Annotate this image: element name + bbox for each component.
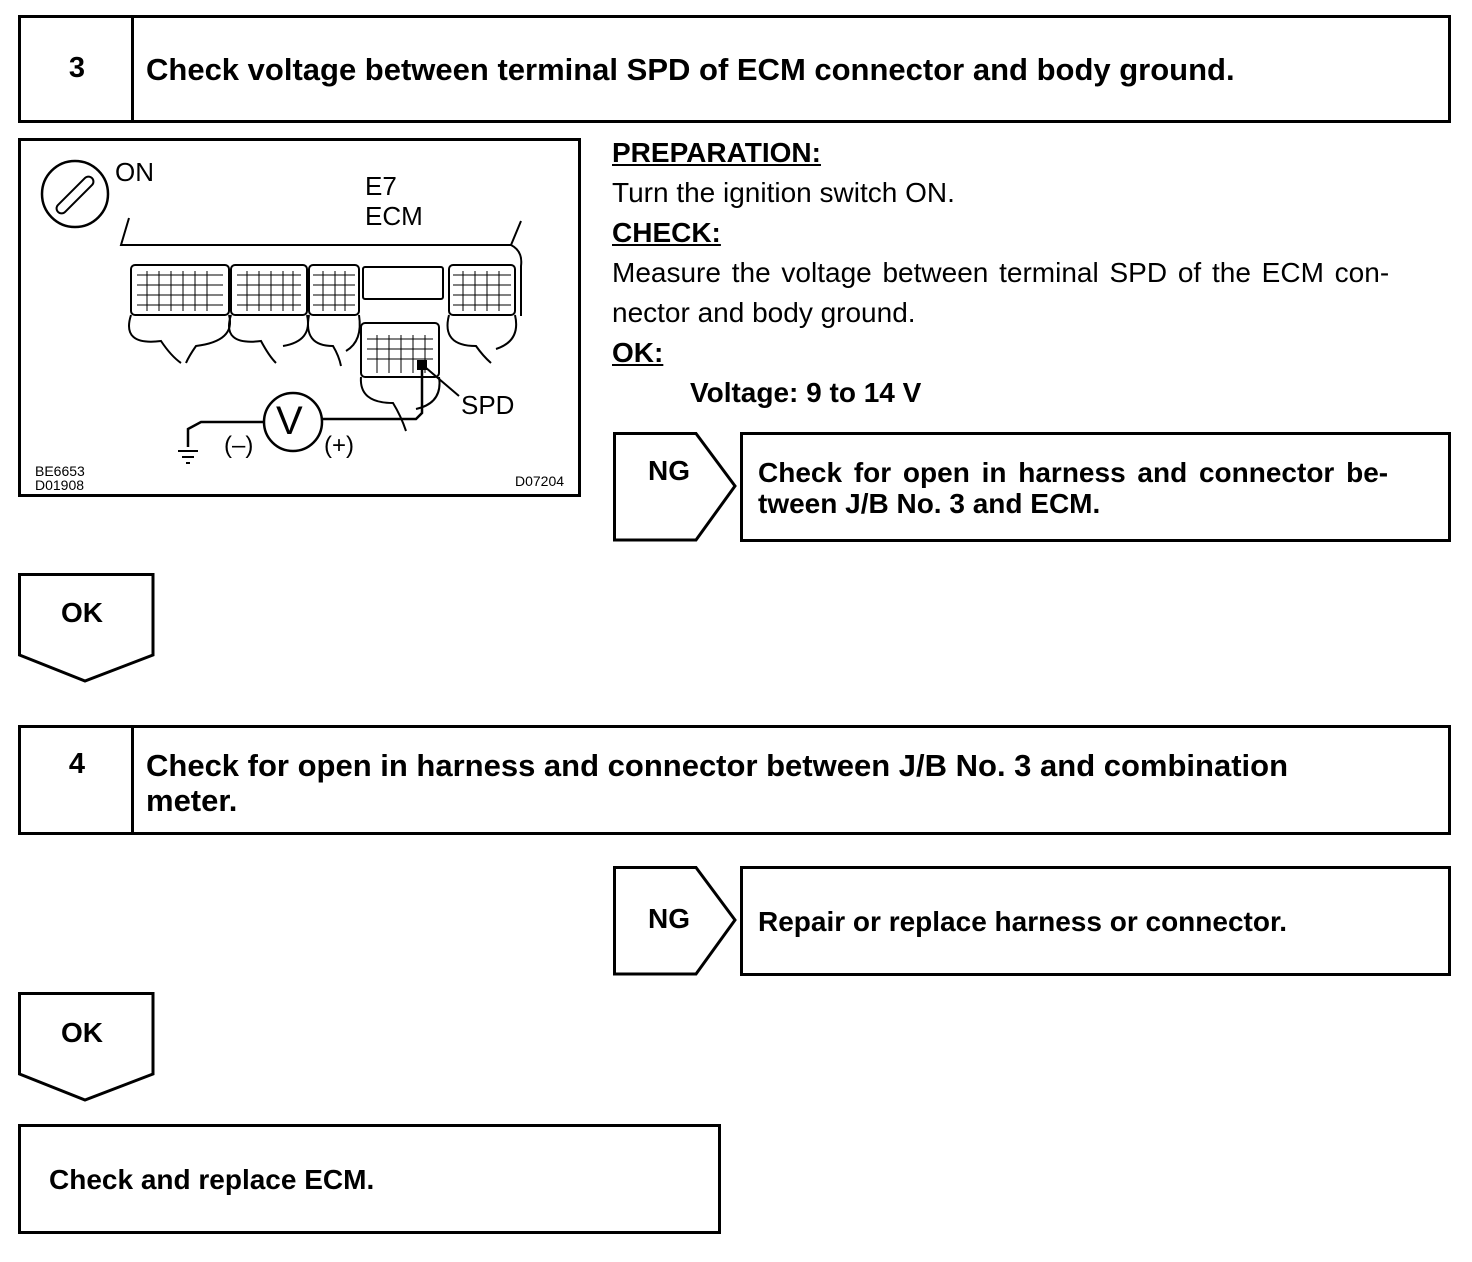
step-4-divider — [131, 728, 134, 832]
switch-on-label: ON — [115, 157, 154, 187]
step-4-title-line-2: meter. — [146, 783, 238, 818]
step-4-header: 4 Check for open in harness and connecto… — [18, 725, 1451, 835]
ok-header: OK: — [612, 337, 664, 368]
ng-arrow-icon — [613, 866, 737, 976]
measurement-figure: ON E7 ECM SPD V (–) (+) BE6653 D01908 D0… — [18, 138, 581, 497]
final-action-text: Check and replace ECM. — [49, 1164, 375, 1195]
voltmeter-icon — [186, 391, 324, 453]
step-3-divider — [131, 18, 134, 120]
check-header: CHECK: — [612, 217, 721, 248]
ok-voltage-spec: Voltage: 9 to 14 V — [690, 377, 922, 408]
check-text-line-2: nector and body ground. — [612, 297, 916, 328]
spd-terminal-label: SPD — [461, 390, 515, 420]
negative-probe-label: (–) — [224, 432, 254, 459]
ecm-connector-icon — [119, 217, 523, 432]
ok-1-label: OK — [61, 597, 103, 628]
ng-2-result: Repair or replace harness or connector. — [758, 906, 1288, 937]
ng-2-result-box: Repair or replace harness or connector. — [740, 866, 1451, 976]
ng-1-label: NG — [648, 455, 690, 486]
ok-arrow-icon — [18, 992, 155, 1102]
ng-1-result-box: Check for open in harness and connector … — [740, 432, 1451, 542]
ng-1-result-line-1: Check for open in harness and connector … — [758, 457, 1389, 488]
ecm-connector-diagram — [40, 159, 523, 464]
ng-arrow-icon — [613, 432, 737, 542]
ok-arrow-icon — [18, 573, 155, 683]
voltmeter-symbol: V — [276, 399, 303, 443]
positive-probe-label: (+) — [324, 432, 354, 459]
step-3-number: 3 — [68, 52, 86, 84]
figure-ref-2: D01908 — [35, 477, 85, 493]
ok-2-label: OK — [61, 1017, 103, 1048]
ng-1-result-line-2: tween J/B No. 3 and ECM. — [758, 488, 1101, 519]
preparation-header: PREPARATION: — [612, 137, 821, 168]
step-3-header: 3 Check voltage between terminal SPD of … — [18, 15, 1451, 123]
final-action-box: Check and replace ECM. — [18, 1124, 721, 1234]
step-3-title: Check voltage between terminal SPD of EC… — [146, 52, 1235, 87]
ignition-switch-icon — [40, 159, 110, 229]
ng-2-label: NG — [648, 903, 690, 934]
preparation-text: Turn the ignition switch ON. — [612, 177, 955, 208]
ecm-label: ECM — [365, 201, 423, 231]
figure-ref-1: BE6653 — [35, 463, 85, 479]
check-text-line-1: Measure the voltage between terminal SPD… — [612, 257, 1390, 288]
ground-symbol-icon — [178, 450, 198, 464]
step-4-title-line-1: Check for open in harness and connector … — [146, 748, 1289, 783]
figure-ref-3: D07204 — [515, 473, 565, 489]
step-4-number: 4 — [68, 748, 86, 780]
connector-label: E7 — [365, 171, 397, 201]
